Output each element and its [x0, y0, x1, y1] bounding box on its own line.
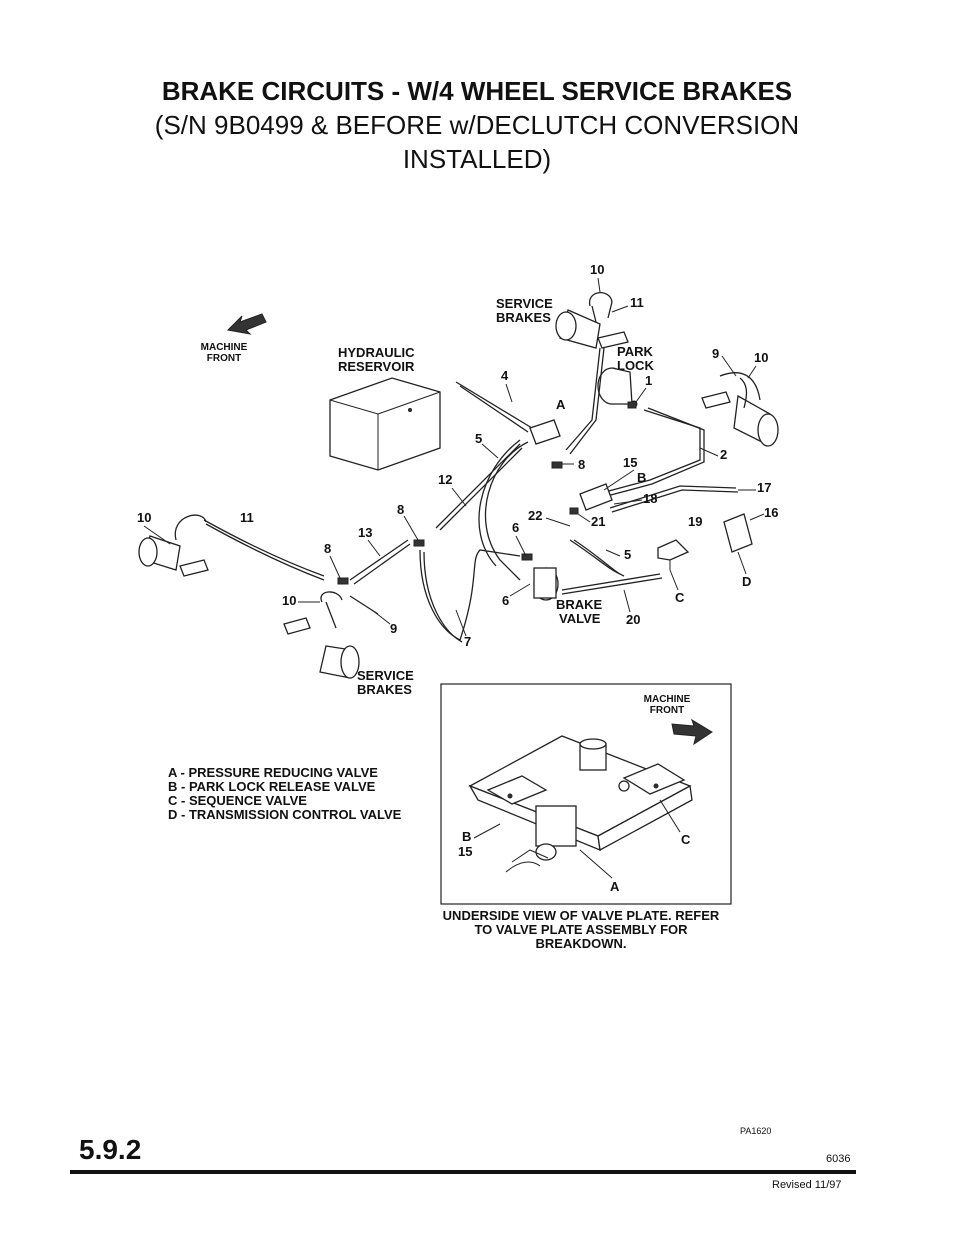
inset-caption: UNDERSIDE VIEW OF VALVE PLATE. REFER TO …	[430, 909, 732, 951]
inset-machine-front-arrow-icon	[671, 718, 713, 746]
callout-15: 15	[623, 455, 637, 470]
brake-valve-label-2: VALVE	[559, 611, 601, 626]
legend-item-d: D - TRANSMISSION CONTROL VALVE	[168, 807, 402, 822]
callout-1: 1	[645, 373, 652, 388]
callout-8-middle: 8	[397, 502, 404, 517]
callout-9-bottom: 9	[390, 621, 397, 636]
inset-leader-c	[659, 799, 681, 833]
callout-17: 17	[757, 480, 771, 495]
callout-11-top: 11	[630, 295, 644, 310]
inset-machine-front-label-1: MACHINE	[644, 694, 691, 705]
callout-d: D	[742, 574, 751, 589]
callout-numbers: 10 11 9 10 1 4 A 5 8 2 15 B 12 17 18 16 …	[137, 262, 778, 649]
callout-6-upper: 6	[512, 520, 519, 535]
callout-10-bottom: 10	[282, 593, 296, 608]
page-title-line-2: (S/N 9B0499 & BEFORE w/DECLUTCH CONVERSI…	[154, 110, 800, 140]
service-brakes-bottom-label-2: BRAKES	[357, 682, 412, 697]
hydraulic-reservoir-label-2: RESERVOIR	[338, 359, 415, 374]
machine-front-label-2: FRONT	[207, 353, 241, 364]
valve-plate-assembly	[468, 735, 693, 873]
callout-4: 4	[501, 368, 509, 383]
service-brakes-bottom-label-1: SERVICE	[357, 668, 414, 683]
callout-8-left: 8	[324, 541, 331, 556]
inset-callout-a: A	[610, 879, 620, 894]
section-number: 5.9.2	[79, 1134, 142, 1165]
callout-10-right: 10	[754, 350, 768, 365]
callout-9-right: 9	[712, 346, 719, 361]
page-title-line-1: BRAKE CIRCUITS - W/4 WHEEL SERVICE BRAKE…	[161, 76, 793, 106]
service-brake-left	[138, 514, 209, 577]
callout-12: 12	[438, 472, 452, 487]
callout-5-lower: 5	[624, 547, 631, 562]
inset-callout-b: B	[462, 829, 471, 844]
callout-20: 20	[626, 612, 640, 627]
inset-caption-line-3: BREAKDOWN.	[535, 936, 627, 951]
callout-21: 21	[591, 514, 605, 529]
inset-leader-a	[579, 849, 613, 879]
callout-22: 22	[528, 508, 542, 523]
inset-machine-front-label-2: FRONT	[650, 705, 684, 716]
service-brakes-top-label-2: BRAKES	[496, 310, 551, 325]
valve-legend: A - PRESSURE REDUCING VALVE B - PARK LOC…	[168, 766, 401, 822]
revision-date: Revised 11/97	[772, 1179, 842, 1191]
callout-10-top: 10	[590, 262, 604, 277]
callout-c: C	[675, 590, 685, 605]
hydraulic-reservoir-label-1: HYDRAULIC	[338, 345, 415, 360]
sequence-valve-c	[657, 539, 690, 570]
park-lock-label-2: LOCK	[617, 358, 654, 373]
leader-lines	[143, 277, 765, 637]
callout-13: 13	[358, 525, 372, 540]
park-lock-actuator	[597, 367, 638, 408]
inset-leader-b	[473, 823, 501, 839]
park-lock-label-1: PARK	[617, 344, 653, 359]
callout-19: 19	[688, 514, 702, 529]
inset-caption-line-2: TO VALVE PLATE ASSEMBLY FOR	[474, 922, 688, 937]
callout-5-upper: 5	[475, 431, 482, 446]
callout-2: 2	[720, 447, 727, 462]
service-brake-right	[701, 372, 779, 447]
inset-callout-15: 15	[458, 844, 472, 859]
callout-18: 18	[643, 491, 657, 506]
hydraulic-hoses	[203, 347, 739, 643]
legend-item-b: B - PARK LOCK RELEASE VALVE	[168, 779, 376, 794]
transmission-control-valve-d	[723, 513, 753, 553]
machine-front-arrow-icon	[226, 313, 267, 335]
hydraulic-reservoir	[329, 377, 441, 471]
service-brakes-top-label-1: SERVICE	[496, 296, 553, 311]
inset-callout-c: C	[681, 832, 691, 847]
pressure-reducing-valve-a	[529, 419, 561, 445]
figure-code: PA1620	[740, 1126, 772, 1136]
callout-10-left: 10	[137, 510, 151, 525]
callout-b: B	[637, 470, 646, 485]
callout-6-lower: 6	[502, 593, 509, 608]
inset-caption-line-1: UNDERSIDE VIEW OF VALVE PLATE. REFER	[442, 908, 720, 923]
page-code: 6036	[826, 1153, 851, 1165]
service-brake-top	[555, 292, 629, 349]
callout-11-left: 11	[240, 510, 254, 525]
park-lock-release-valve-b	[579, 483, 613, 511]
page-title-line-3: INSTALLED)	[402, 144, 552, 174]
legend-item-a: A - PRESSURE REDUCING VALVE	[168, 765, 378, 780]
callout-a: A	[556, 397, 566, 412]
legend-item-c: C - SEQUENCE VALVE	[168, 793, 307, 808]
tee-fittings	[337, 401, 637, 585]
service-brake-bottom	[283, 591, 360, 679]
callout-7: 7	[464, 634, 471, 649]
brake-valve-label-1: BRAKE	[556, 597, 603, 612]
callout-16: 16	[764, 505, 778, 520]
machine-front-label-1: MACHINE	[201, 342, 248, 353]
brake-valve	[533, 567, 559, 601]
footer-rule	[70, 1170, 856, 1174]
callout-8-upper: 8	[578, 457, 585, 472]
